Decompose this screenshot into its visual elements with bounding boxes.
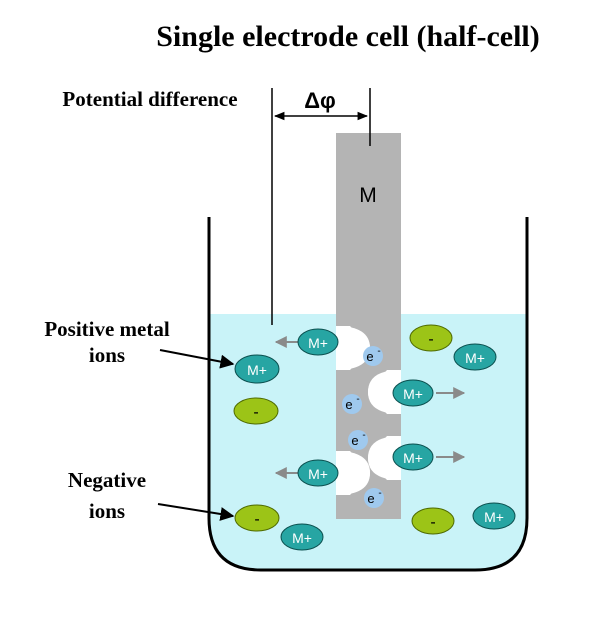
electrons: e - e - e - e - — [342, 346, 384, 508]
svg-text:e: e — [345, 397, 352, 412]
svg-text:M+: M+ — [308, 335, 328, 351]
cavity-fill-1 — [336, 326, 370, 370]
svg-text:M+: M+ — [308, 466, 328, 482]
electron: e - — [348, 430, 368, 450]
cavity-fill-4 — [336, 451, 370, 495]
svg-text:-: - — [428, 331, 433, 348]
electron: e - — [342, 394, 362, 414]
electrode-label: M — [359, 184, 377, 207]
negative-ions-pointer — [157, 503, 235, 521]
svg-text:e: e — [366, 349, 373, 364]
negative-ion: - — [234, 504, 280, 532]
svg-text:M+: M+ — [247, 362, 267, 378]
delta-phi-label: Δφ — [304, 88, 336, 113]
negative-ion: - — [411, 507, 455, 535]
svg-text:e: e — [367, 491, 374, 506]
positive-ions-label-line1: Positive metal — [44, 317, 170, 341]
negative-ion: - — [409, 324, 453, 352]
diagram-title: Single electrode cell (half-cell) — [156, 20, 539, 53]
svg-text:e: e — [351, 433, 358, 448]
cavity-fill-2 — [368, 370, 401, 414]
svg-text:M+: M+ — [292, 530, 312, 546]
svg-text:M+: M+ — [403, 450, 423, 466]
metal-ion: M+ — [453, 343, 497, 371]
metal-ions: M+ M+ M+ M+ M+ M+ M+ M+ — [234, 328, 516, 551]
metal-ion: M+ — [297, 459, 339, 487]
svg-text:-: - — [362, 430, 365, 441]
potential-difference-label: Potential difference — [62, 87, 237, 111]
svg-text:-: - — [356, 394, 359, 405]
svg-text:-: - — [254, 511, 259, 528]
positive-ions-label-line2: ions — [89, 343, 125, 367]
svg-text:M+: M+ — [484, 509, 504, 525]
beaker — [207, 217, 529, 572]
positive-ions-pointer — [159, 349, 235, 369]
metal-ion: M+ — [392, 443, 434, 471]
metal-ion: M+ — [392, 379, 434, 407]
cavity-fill-3 — [368, 436, 401, 480]
svg-text:M+: M+ — [403, 386, 423, 402]
electron: e - — [363, 346, 383, 366]
negative-ions-label-line1: Negative — [68, 468, 146, 492]
metal-ion: M+ — [280, 523, 324, 551]
negative-ions-label-line2: ions — [89, 499, 125, 523]
electron: e - — [364, 488, 384, 508]
metal-ion: M+ — [297, 328, 339, 356]
svg-text:M+: M+ — [465, 350, 485, 366]
svg-text:-: - — [378, 488, 381, 499]
ion-movement-arrows — [274, 336, 466, 479]
svg-text:-: - — [377, 346, 380, 357]
svg-text:-: - — [430, 514, 435, 531]
svg-text:-: - — [253, 404, 258, 421]
negative-ion: - — [233, 397, 279, 425]
metal-ion: M+ — [234, 354, 280, 384]
metal-ion: M+ — [472, 502, 516, 530]
negative-ions: - - - - — [233, 324, 455, 535]
